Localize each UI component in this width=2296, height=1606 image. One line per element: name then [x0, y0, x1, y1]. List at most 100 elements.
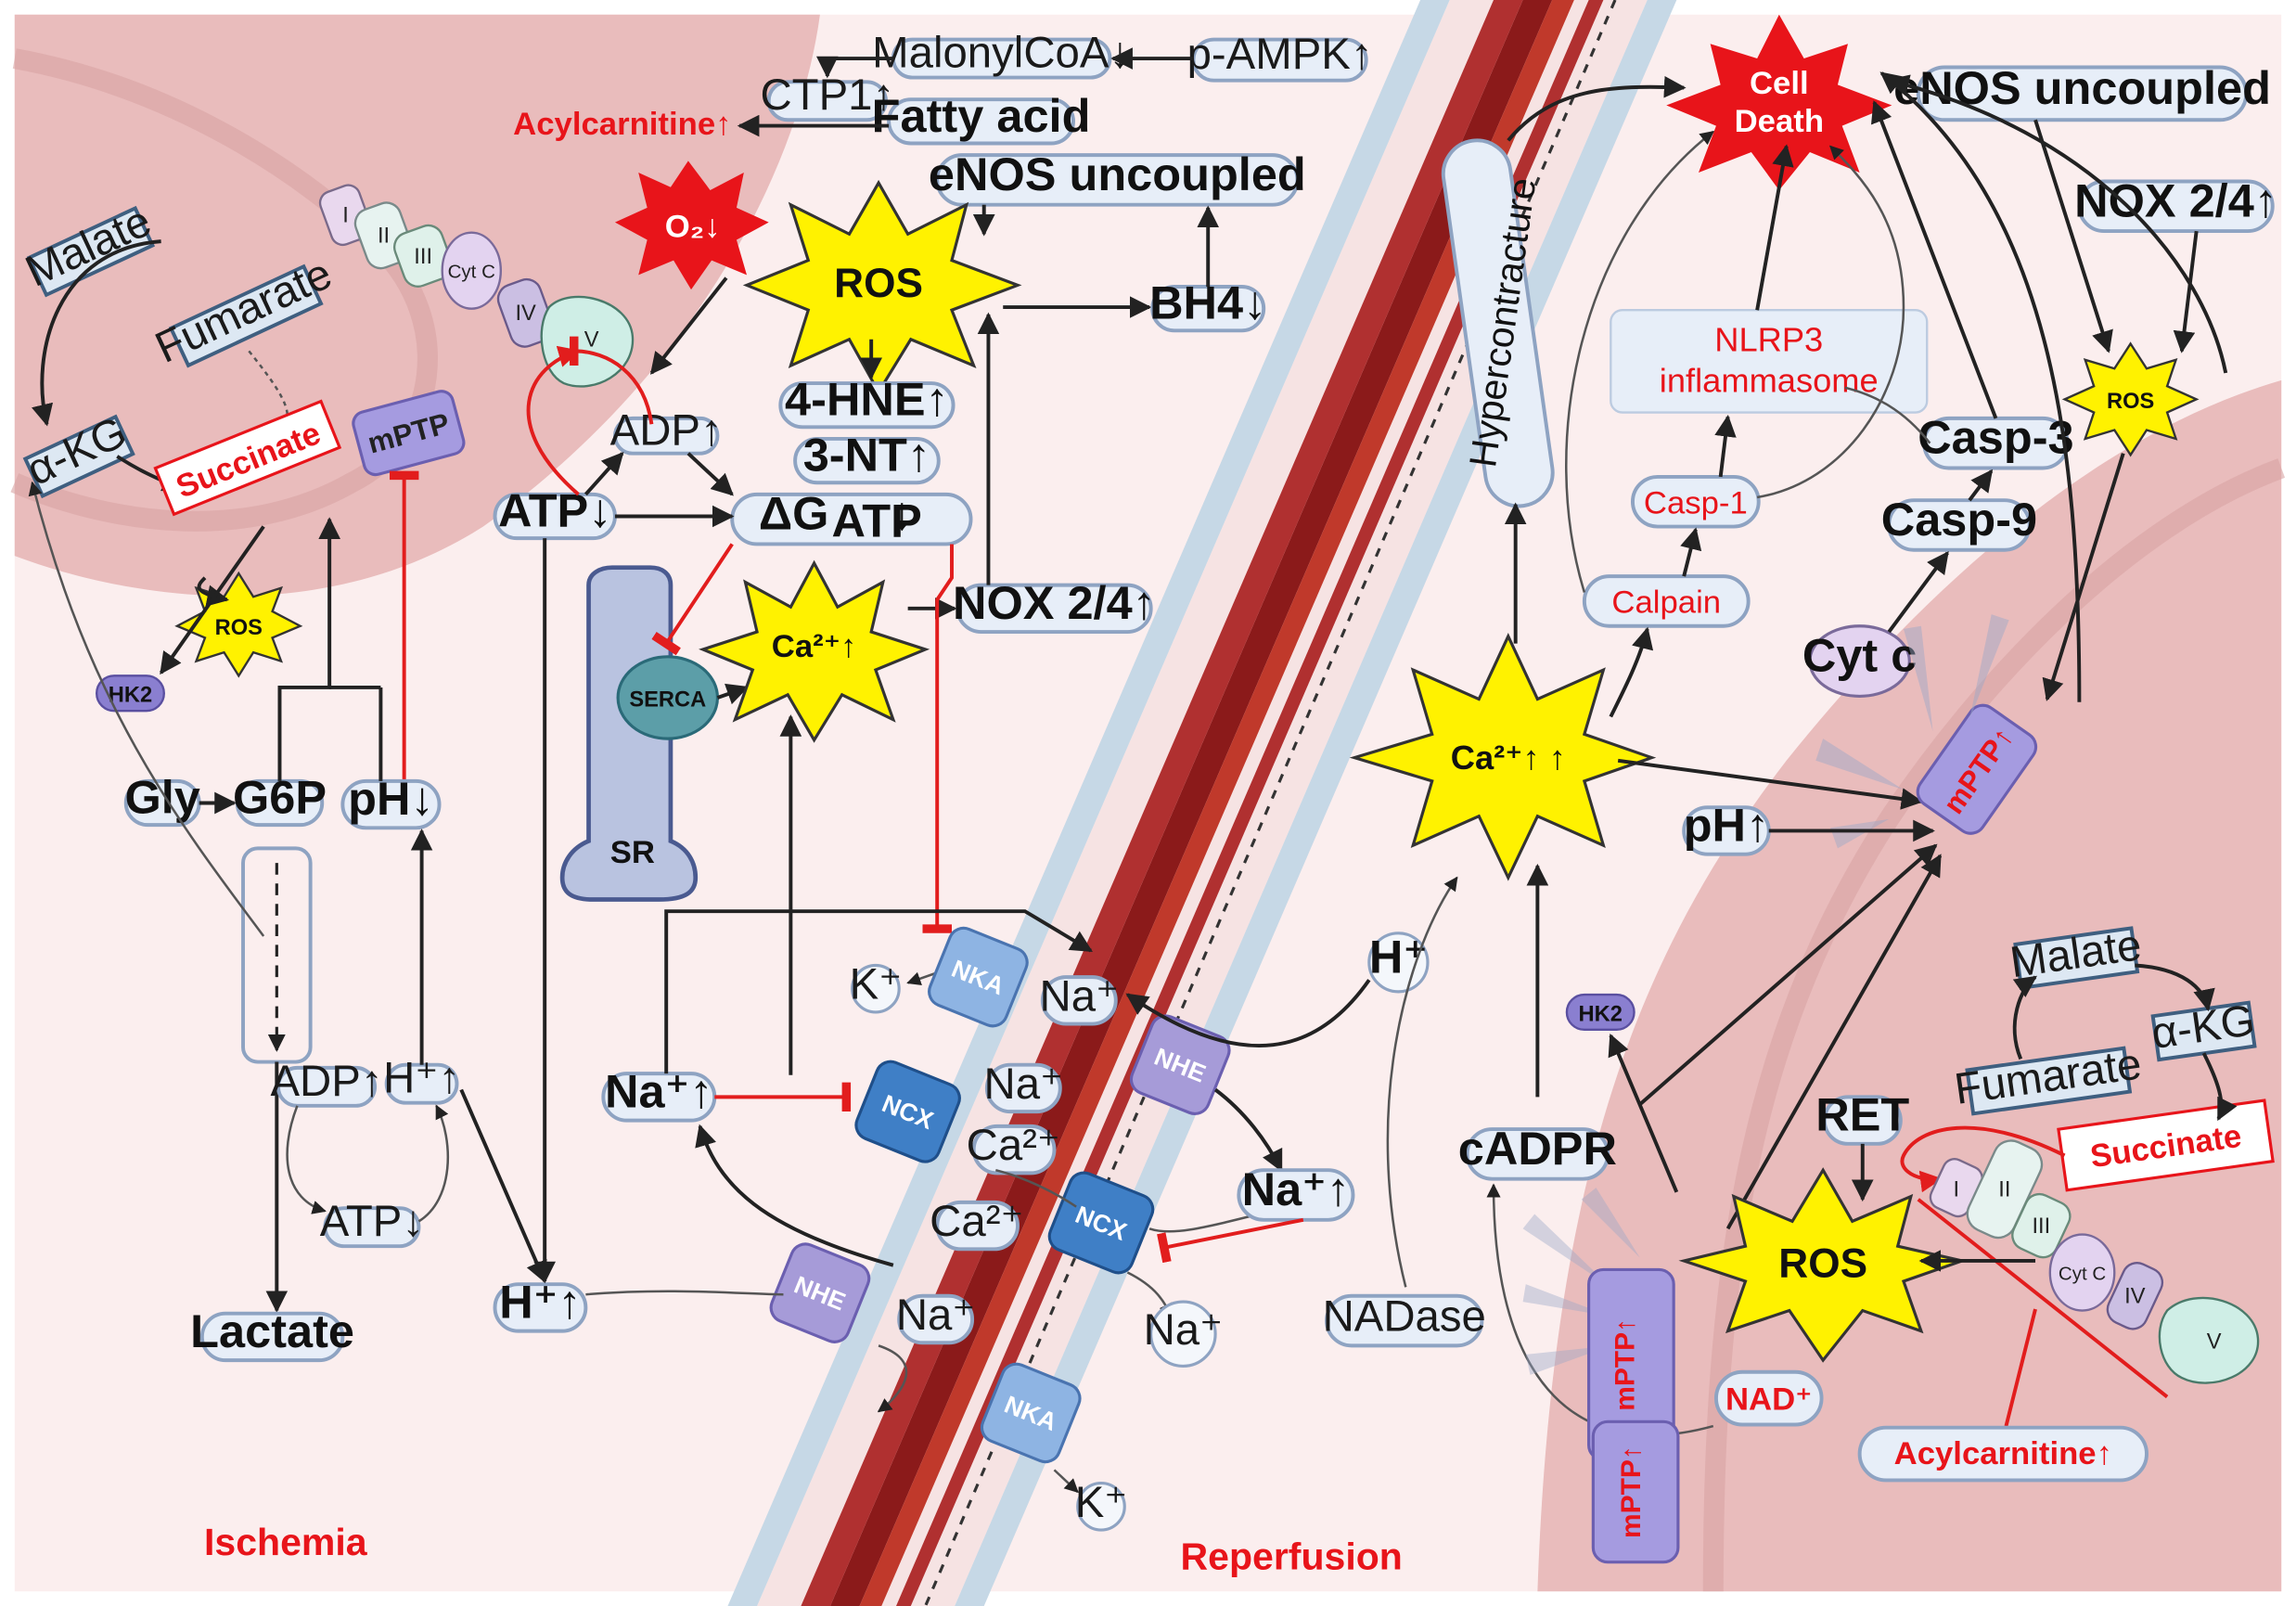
- cadpr-label: cADPR: [1458, 1122, 1617, 1175]
- na-low-label: Na⁺: [896, 1291, 976, 1340]
- nlrp3-box: [1610, 309, 1929, 414]
- ros-center-label: ROS: [834, 261, 923, 306]
- hk2-right-label: HK2: [1579, 1002, 1623, 1026]
- acylcarnitine-left: Acylcarnitine↑: [513, 107, 731, 142]
- complex-ii-left: II: [378, 225, 390, 249]
- adp-glyc-label: ADP↑: [270, 1057, 382, 1106]
- o2-label: O₂↓: [665, 209, 721, 244]
- nadase-pill: [1325, 1293, 1484, 1348]
- nad-label: NAD⁺: [1725, 1382, 1813, 1418]
- nox-left-label: NOX 2/4↑: [953, 576, 1156, 629]
- p-ampk-label: p-AMPK↑: [1187, 30, 1373, 79]
- h-plus-right-circle: [1367, 931, 1430, 994]
- complex-iv-right: IV: [2124, 1285, 2146, 1309]
- adp-glyc-pill: [276, 1065, 378, 1108]
- mptp-up-rays: [1815, 614, 2009, 849]
- k-bottom-label: K⁺: [1075, 1478, 1128, 1527]
- cadpr-pill: [1465, 1127, 1610, 1181]
- nox-right-label: NOX 2/4↑: [2074, 173, 2277, 226]
- k-bottom-circle: [1076, 1481, 1126, 1532]
- nox-right-pill: [2077, 179, 2275, 234]
- ph-down-pill: [340, 778, 442, 830]
- ros-right-big-label: ROS: [1778, 1240, 1867, 1286]
- casp1-pill: [1630, 474, 1761, 529]
- na-mid-label: Na⁺: [984, 1060, 1064, 1109]
- na-top-label: Na⁺: [1040, 971, 1120, 1021]
- o2-star: [614, 161, 769, 290]
- casp9-pill: [1887, 498, 2032, 552]
- ca2-b-label: Ca²⁺: [930, 1197, 1023, 1246]
- nlrp3-line2: inflammasome: [1660, 362, 1879, 400]
- lactate-pill: [199, 1311, 345, 1363]
- enos-left-pill: [935, 153, 1300, 207]
- mptp-lower2-label: mPTP↑: [1616, 1445, 1647, 1538]
- enos-right-label: eNOS uncoupled: [1893, 61, 2271, 114]
- nt-pill: [793, 436, 941, 485]
- na-up-right-label: Na⁺↑: [1242, 1163, 1350, 1215]
- enos-right-pill: [1916, 65, 2249, 122]
- acylcarnitine-right-pill: [1857, 1425, 2148, 1483]
- na-up-left-label: Na⁺↑: [605, 1064, 712, 1117]
- ischemia-label: Ischemia: [204, 1521, 368, 1563]
- ncx-transporter-left: [854, 1060, 961, 1163]
- mptp-up-box: [1916, 703, 2038, 835]
- cyt-c-right-label: Cyt c: [1802, 629, 1917, 682]
- ca2-a-label: Ca²⁺: [967, 1121, 1060, 1170]
- ctp1-pill: [766, 80, 888, 122]
- nadase-label: NADase: [1323, 1292, 1486, 1342]
- na-right-label: Na⁺: [1144, 1305, 1224, 1355]
- fatty-acid-label: Fatty acid: [872, 89, 1091, 142]
- serca-label: SERCA: [629, 687, 706, 712]
- complex-ii-right: II: [1998, 1178, 2010, 1202]
- ros-right-small-star: [2061, 341, 2200, 457]
- ctp1-label: CTP1↑: [760, 71, 894, 120]
- h-up-pill: [493, 1282, 588, 1333]
- cyt-c-complex-right: Cyt C: [2059, 1263, 2106, 1284]
- ph-up-label: pH↑: [1684, 799, 1770, 852]
- ros-right-big-star: [1678, 1167, 1968, 1363]
- fumarate-right-box: [1965, 1046, 2133, 1116]
- complex-iv-left: IV: [515, 302, 536, 326]
- adp-top-label: ADP↑: [610, 405, 723, 455]
- na-top-pill: [1040, 975, 1118, 1026]
- atp-down-label: ATP↓: [498, 484, 612, 537]
- hne-pill: [778, 381, 956, 430]
- ros-right-small-label: ROS: [2107, 390, 2154, 414]
- casp1-label: Casp-1: [1644, 485, 1748, 520]
- casp3-label: Casp-3: [1918, 411, 2073, 464]
- malate-left-box: [26, 205, 156, 298]
- lactate-label: Lactate: [190, 1304, 354, 1357]
- cyt-c-left: Cyt C: [448, 262, 495, 283]
- complex-iii-left: III: [414, 245, 432, 269]
- mptp-lower-rays: [1522, 1188, 1640, 1375]
- nka-transporter-bottom: [980, 1362, 1082, 1464]
- atp-glyc-pill: [323, 1206, 421, 1249]
- hk2-left-pill: [95, 675, 165, 713]
- malonylcoa-label: MalonylCoA↓: [872, 29, 1131, 78]
- reperfusion-label: Reperfusion: [1181, 1535, 1403, 1578]
- sr-label: SR: [610, 835, 655, 870]
- ncx-transporter-right: [1047, 1171, 1155, 1275]
- ca-center-label: Ca²⁺↑: [772, 629, 857, 664]
- ret-label: RET: [1815, 1088, 1909, 1141]
- gly-label: Gly: [125, 771, 200, 824]
- akg-left-box: [22, 414, 135, 499]
- calpain-pill: [1582, 574, 1751, 628]
- malate-right-box: [2013, 926, 2140, 991]
- na-right-circle: [1149, 1300, 1217, 1368]
- nka-transporter-top: [928, 926, 1029, 1028]
- complex-i-right: I: [1954, 1178, 1960, 1202]
- nlrp3-line1: NLRP3: [1714, 320, 1823, 358]
- hk2-right-pill: [1565, 993, 1635, 1032]
- calpain-label: Calpain: [1611, 585, 1721, 621]
- delta-g-label: ΔG: [759, 487, 829, 540]
- nhe-transporter-right: [1129, 1014, 1231, 1115]
- acylcarnitine-right-label: Acylcarnitine↑: [1894, 1436, 2112, 1471]
- atp-glyc-label: ATP↓: [320, 1197, 424, 1246]
- cell-death-line1: Cell: [1750, 66, 1809, 101]
- nt-label: 3-NT↑: [803, 429, 930, 482]
- fatty-acid-pill: [887, 97, 1075, 146]
- cyt-c-right-ellipse: [1808, 624, 1911, 698]
